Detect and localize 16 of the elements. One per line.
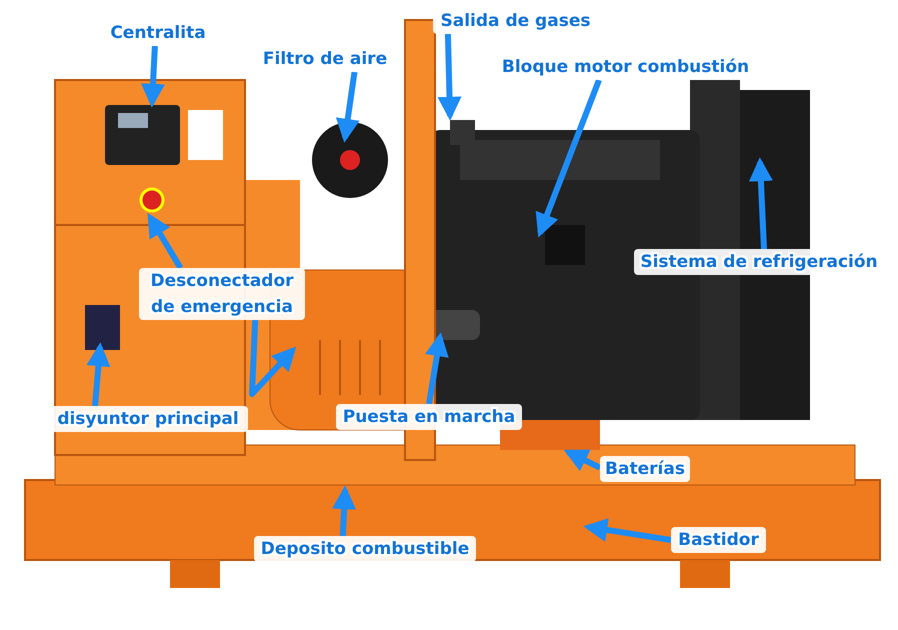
arrow — [249, 320, 296, 397]
callout-label: Deposito combustible — [254, 536, 476, 562]
arrow — [536, 78, 602, 238]
callout-label: Desconectador de emergencia — [139, 268, 305, 320]
arrow — [748, 157, 773, 250]
arrow — [147, 212, 184, 270]
arrow — [141, 46, 165, 108]
arrow — [336, 72, 360, 143]
arrow — [425, 332, 449, 404]
arrow — [583, 518, 672, 543]
arrow — [438, 34, 462, 121]
callout-label: Baterías — [600, 456, 690, 482]
arrow — [86, 342, 110, 406]
callout-label: Bastidor — [671, 527, 766, 553]
callout-label: Puesta en marcha — [336, 404, 522, 430]
arrow — [332, 485, 356, 536]
